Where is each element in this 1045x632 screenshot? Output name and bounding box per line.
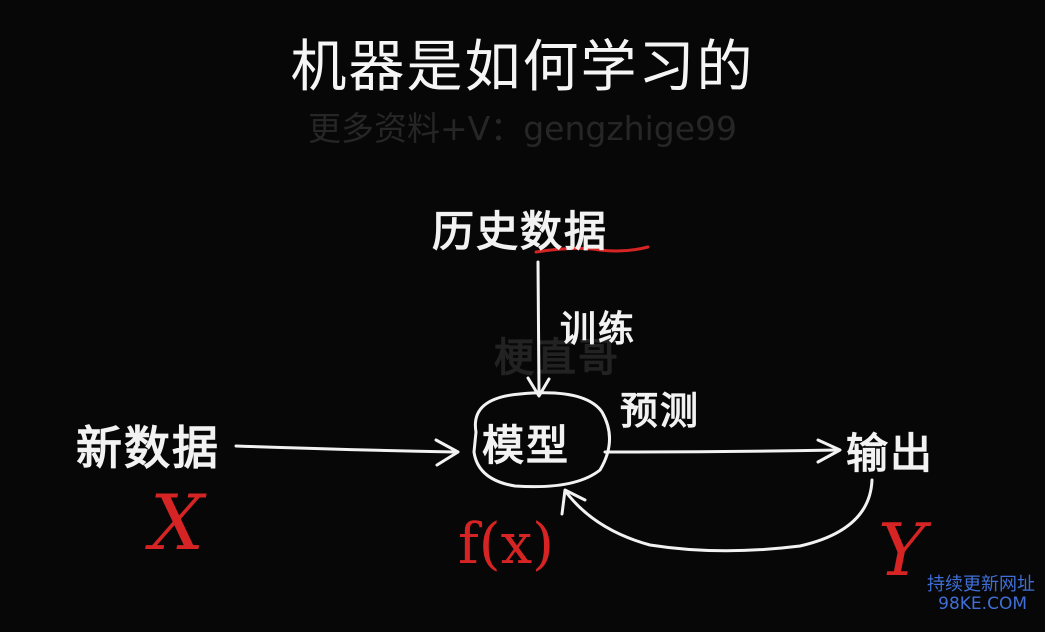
train-arrowhead: [526, 376, 551, 398]
train-arrow: [536, 260, 541, 394]
input-arrowhead: [434, 438, 460, 467]
predict-label: 预测: [620, 388, 701, 433]
output-label: 输出: [846, 429, 935, 478]
function-variable: f(x): [458, 512, 555, 577]
feedback-arrow: [564, 478, 874, 553]
output-arrowhead: [816, 438, 842, 464]
historical-data-label: 历史数据: [432, 207, 609, 256]
output-arrow: [603, 448, 840, 454]
corner-watermark-line2: 98KE.COM: [938, 594, 1027, 614]
input-variable: X: [150, 478, 205, 567]
watermark-center: 梗直哥: [494, 335, 620, 381]
train-label: 训练: [560, 308, 637, 350]
input-arrow: [234, 444, 457, 454]
underline-mark: [534, 245, 650, 254]
watermark-text: 更多资料+V：gengzhige99: [308, 109, 737, 148]
model-label: 模型: [482, 421, 571, 470]
output-variable: Y: [878, 508, 926, 592]
feedback-arrowhead: [560, 488, 587, 516]
page-title: 机器是如何学习的: [290, 35, 755, 100]
model-circle: [472, 391, 612, 489]
new-data-label: 新数据: [76, 421, 220, 475]
corner-watermark-line1: 持续更新网址: [927, 574, 1035, 595]
